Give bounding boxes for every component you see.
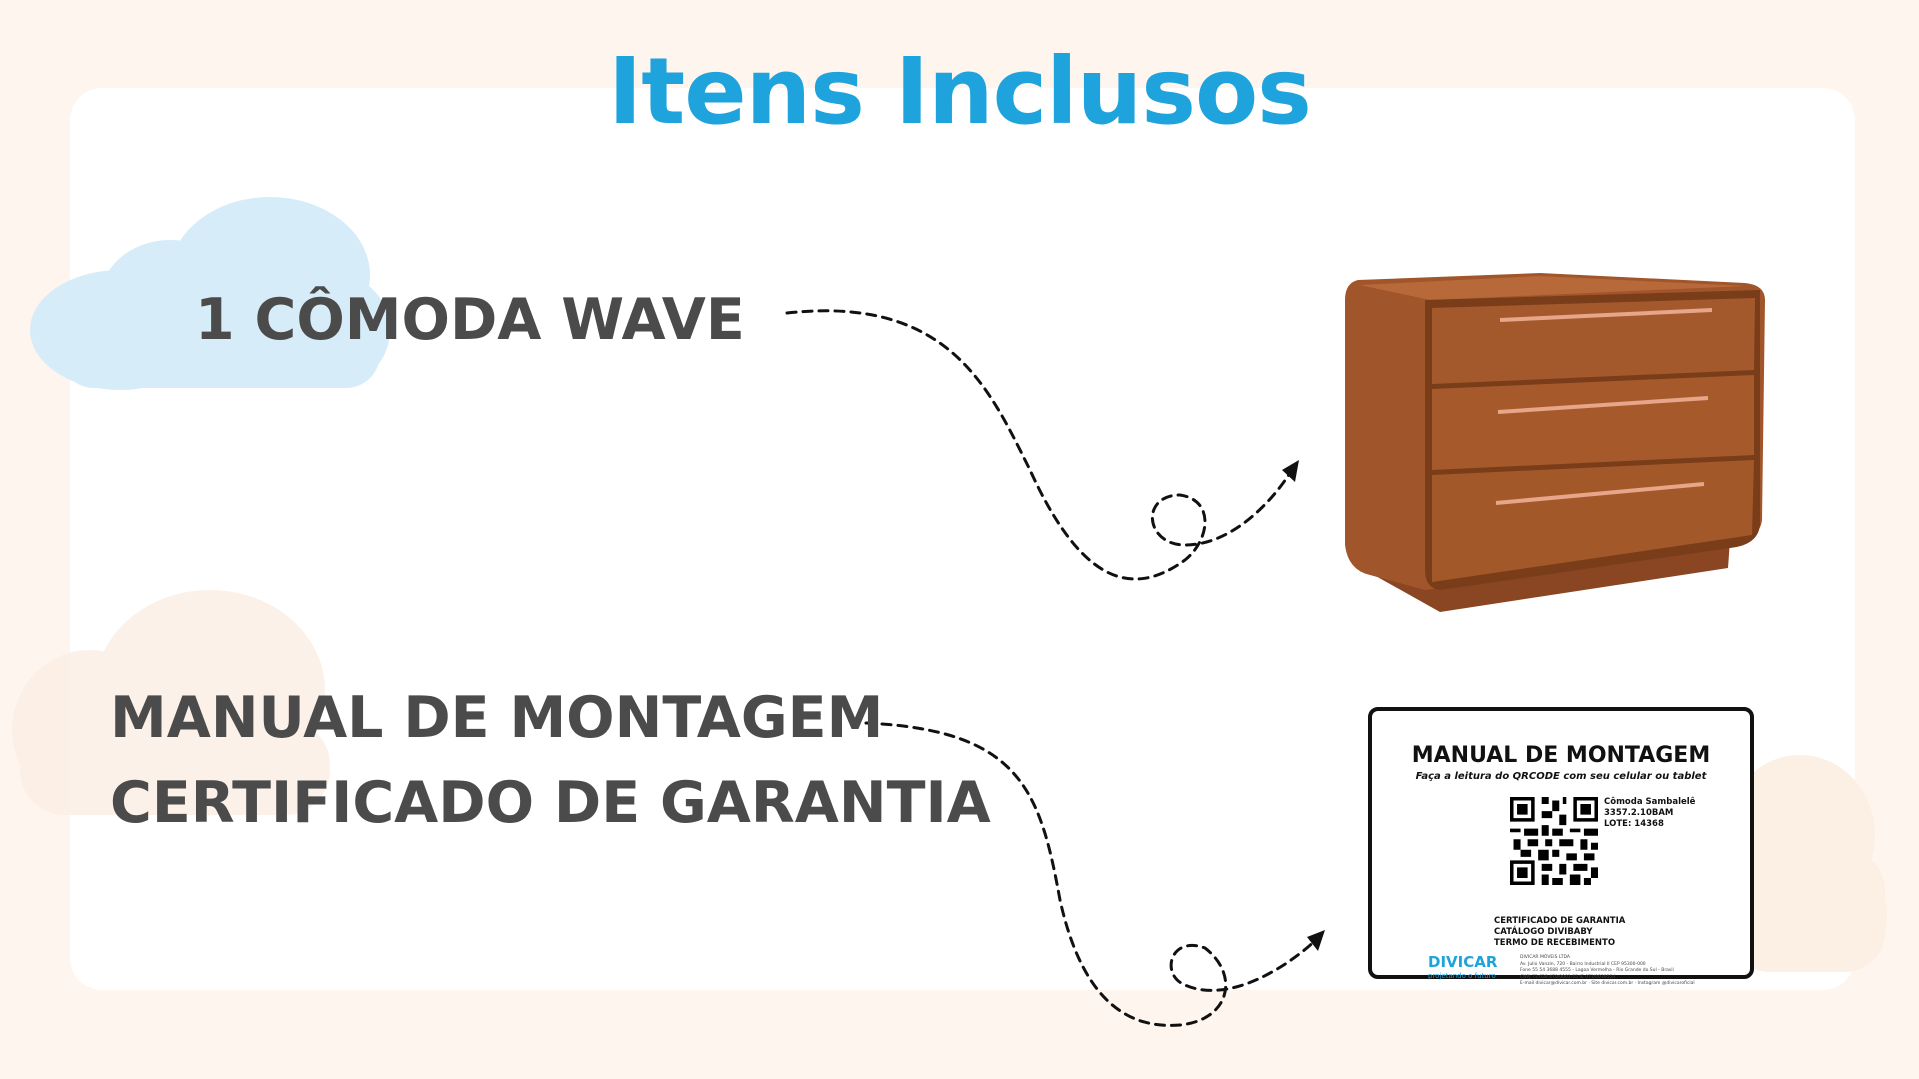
document-item: CERTIFICADO DE GARANTIA bbox=[1494, 916, 1626, 926]
cloud-blue-icon bbox=[30, 197, 390, 390]
cloud-peach-icon bbox=[12, 590, 330, 815]
dashed-arrow-path-2 bbox=[864, 721, 1320, 1027]
manual-heading: MANUAL DE MONTAGEM bbox=[1411, 743, 1711, 768]
item-certificate-label: CERTIFICADO DE GARANTIA bbox=[110, 770, 991, 836]
fine-print-line: DIVICAR MÓVEIS LTDA bbox=[1520, 955, 1570, 960]
dresser-image bbox=[1345, 273, 1765, 612]
fine-print-line: E-mail divicar@divicar.com.br · Site div… bbox=[1520, 981, 1695, 986]
item-comoda-label: 1 CÔMODA WAVE bbox=[195, 287, 745, 353]
manual-card-image: MANUAL DE MONTAGEM Faça a leitura do QRC… bbox=[1368, 707, 1754, 986]
dashed-arrow-path-1 bbox=[785, 309, 1294, 581]
arrowhead-icon bbox=[1282, 460, 1299, 482]
product-name: Cômoda Sambalelê bbox=[1604, 797, 1696, 807]
fine-print-line: CNPJ 73.638.470/0001-55 IE 071/0039554 bbox=[1520, 974, 1616, 980]
manual-subheading: Faça a leitura do QRCODE com seu celular… bbox=[1415, 771, 1707, 782]
product-code: 3357.2.10BAM bbox=[1604, 808, 1674, 818]
cloud-peach-right-icon bbox=[1725, 755, 1887, 972]
qr-code-icon bbox=[1510, 797, 1598, 885]
product-info: Cômoda Sambalelê 3357.2.10BAM LOTE: 1436… bbox=[1604, 797, 1695, 830]
fine-print-line: Av. Julio Vanzin, 720 - Bairro Industria… bbox=[1520, 961, 1646, 967]
divicar-logo: DIVICAR projetando o futuro bbox=[1428, 955, 1497, 983]
company-fine-print: DIVICAR MÓVEIS LTDA Av. Julio Vanzin, 72… bbox=[1520, 955, 1695, 988]
lot-number: LOTE: 14368 bbox=[1604, 819, 1664, 829]
fine-print-line: Fone 55 54 3688 4555 - Lagoa Vermelha - … bbox=[1520, 968, 1674, 973]
brand-tagline: projetando o futuro bbox=[1428, 972, 1496, 980]
document-item: TERMO DE RECEBIMENTO bbox=[1494, 938, 1616, 948]
arrowhead-icon bbox=[1307, 930, 1325, 951]
page-title: Itens Inclusos bbox=[608, 38, 1312, 145]
item-manual-label: MANUAL DE MONTAGEM bbox=[110, 685, 884, 751]
document-item: CATÁLOGO DIVIBABY bbox=[1494, 927, 1593, 937]
documents-list: CERTIFICADO DE GARANTIA CATÁLOGO DIVIBAB… bbox=[1494, 916, 1625, 949]
brand-name: DIVICAR bbox=[1428, 953, 1498, 971]
